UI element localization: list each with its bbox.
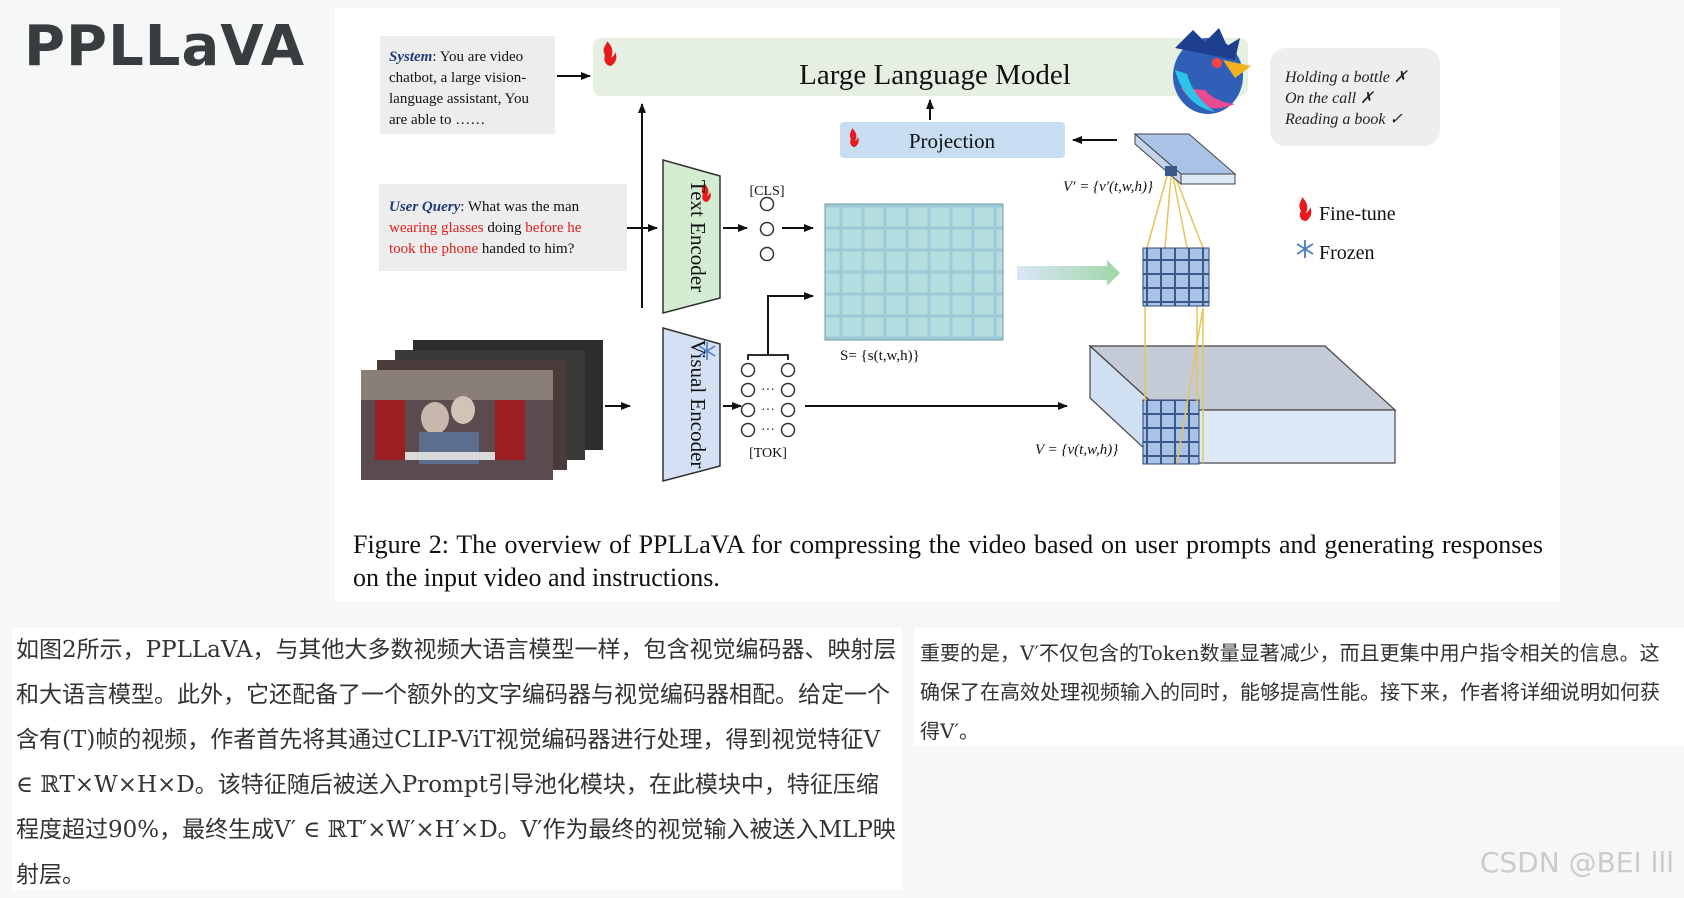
user-query-line-1: User Query: What was the man bbox=[389, 199, 580, 215]
visual-encoder-label: Visual Encoder bbox=[686, 340, 710, 469]
flame-icon bbox=[849, 128, 859, 147]
tok-to-grid-arrow bbox=[767, 292, 814, 355]
llm-box: Large Language Model bbox=[593, 38, 1248, 96]
tok-bracket bbox=[747, 354, 789, 360]
system-prompt-box: System: You are video chatbot, a large v… bbox=[380, 36, 555, 134]
system-prompt-line-1: System: You are video bbox=[389, 49, 523, 65]
pooled-cube bbox=[1142, 247, 1210, 307]
system-prompt-line-2: chatbot, a large vision- bbox=[389, 70, 526, 86]
legend-flame-icon bbox=[1299, 197, 1312, 221]
flame-icon bbox=[603, 41, 617, 66]
pooling-gradient-arrow bbox=[1017, 260, 1120, 286]
text-encoder-label: Text Encoder bbox=[686, 180, 710, 292]
tok-dots-1: ··· bbox=[761, 383, 775, 398]
answer-2: On the call ✗ bbox=[1285, 90, 1375, 107]
eagle-icon bbox=[1173, 28, 1251, 114]
left-paragraph: 如图2所示，PPLLaVA，与其他大多数视频大语言模型一样，包含视觉编码器、映射… bbox=[16, 637, 897, 888]
flame-icon bbox=[701, 183, 711, 202]
s-label: S= {s(t,w,h)} bbox=[840, 348, 920, 364]
pooled-slab bbox=[1133, 132, 1237, 186]
text-encoder: Text Encoder bbox=[662, 159, 721, 314]
system-prompt-line-4: are able to …… bbox=[389, 112, 485, 128]
local-cube bbox=[1142, 399, 1200, 465]
right-paragraph-panel: 重要的是，V′不仅包含的Token数量显著减少，而且更集中用户指令相关的信息。这… bbox=[914, 628, 1684, 746]
left-paragraph-panel: 如图2所示，PPLLaVA，与其他大多数视频大语言模型一样，包含视觉编码器、映射… bbox=[12, 628, 902, 890]
right-paragraph: 重要的是，V′不仅包含的Token数量显著减少，而且更集中用户指令相关的信息。这… bbox=[920, 641, 1660, 743]
architecture-diagram: System: You are video chatbot, a large v… bbox=[361, 28, 1440, 482]
watermark: CSDN @BEI lll bbox=[1479, 846, 1674, 879]
answer-3: Reading a book ✓ bbox=[1284, 111, 1403, 128]
user-query-box: User Query: What was the man wearing gla… bbox=[379, 184, 627, 271]
feature-volume bbox=[1088, 344, 1397, 465]
visual-encoder: Visual Encoder bbox=[662, 327, 721, 482]
projection-label: Projection bbox=[909, 129, 996, 153]
legend: Fine-tune Frozen bbox=[1296, 197, 1396, 264]
system-prompt-line-3: language assistant, You bbox=[389, 91, 529, 107]
tok-dots-3: ··· bbox=[761, 423, 775, 438]
projection-box: Projection bbox=[840, 122, 1065, 158]
figure-caption: Figure 2: The overview of PPLLaVA for co… bbox=[353, 530, 1543, 592]
snowflake-icon bbox=[698, 342, 716, 360]
answer-1: Holding a bottle ✗ bbox=[1284, 69, 1409, 86]
pooling-lines bbox=[1144, 175, 1204, 464]
tok-dots-2: ··· bbox=[761, 403, 775, 418]
user-query-line-2: wearing glasses doing before he bbox=[389, 220, 582, 236]
tok-label: [TOK] bbox=[749, 446, 787, 461]
legend-snowflake-icon bbox=[1296, 240, 1314, 258]
similarity-grid bbox=[824, 203, 1004, 341]
video-frames bbox=[361, 340, 603, 480]
figure-panel: System: You are video chatbot, a large v… bbox=[335, 8, 1560, 601]
legend-finetune-label: Fine-tune bbox=[1319, 203, 1396, 225]
legend-frozen-label: Frozen bbox=[1319, 242, 1375, 264]
v-label: V = {v(t,w,h)} bbox=[1035, 442, 1118, 458]
slide-title: PPLLaVA bbox=[24, 14, 306, 79]
cls-tokens bbox=[759, 196, 775, 262]
tok-tokens bbox=[740, 362, 796, 438]
v-prime-label: V′ = {v′(t,w,h)} bbox=[1063, 179, 1153, 195]
answers-bubble: Holding a bottle ✗ On the call ✗ Reading… bbox=[1270, 48, 1440, 146]
llm-label: Large Language Model bbox=[799, 59, 1071, 91]
user-query-line-3: took the phone handed to him? bbox=[389, 241, 575, 257]
cls-label: [CLS] bbox=[750, 184, 785, 199]
